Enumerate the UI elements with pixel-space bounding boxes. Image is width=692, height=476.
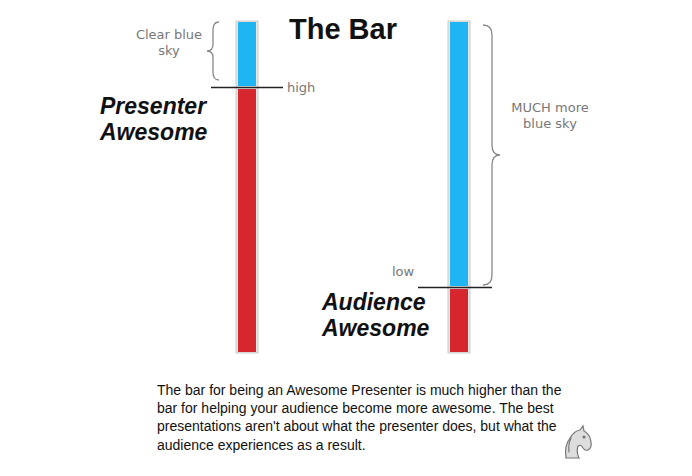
curly-bracket <box>483 25 500 285</box>
red-segment <box>450 289 468 352</box>
bar-frame <box>448 21 470 353</box>
red-segment <box>238 89 256 352</box>
diagram-title: The Bar <box>289 15 397 44</box>
bar-level-line <box>211 87 283 89</box>
blue-sky-segment <box>238 22 256 86</box>
diagram-caption: The bar for being an Awesome Presenter i… <box>157 381 569 454</box>
bar-name: Audience Awesome <box>322 290 447 342</box>
curly-bracket <box>207 22 219 80</box>
horse-icon <box>566 426 592 458</box>
sky-note: Clear blue sky <box>130 27 208 58</box>
bar-name: Presenter Awesome <box>100 94 232 146</box>
bar-level-line <box>418 287 492 289</box>
level-note: high <box>287 80 315 96</box>
bar-frame <box>236 21 258 353</box>
blue-sky-segment <box>450 22 468 286</box>
sky-note: MUCH more blue sky <box>505 100 595 131</box>
level-note: low <box>392 264 414 280</box>
